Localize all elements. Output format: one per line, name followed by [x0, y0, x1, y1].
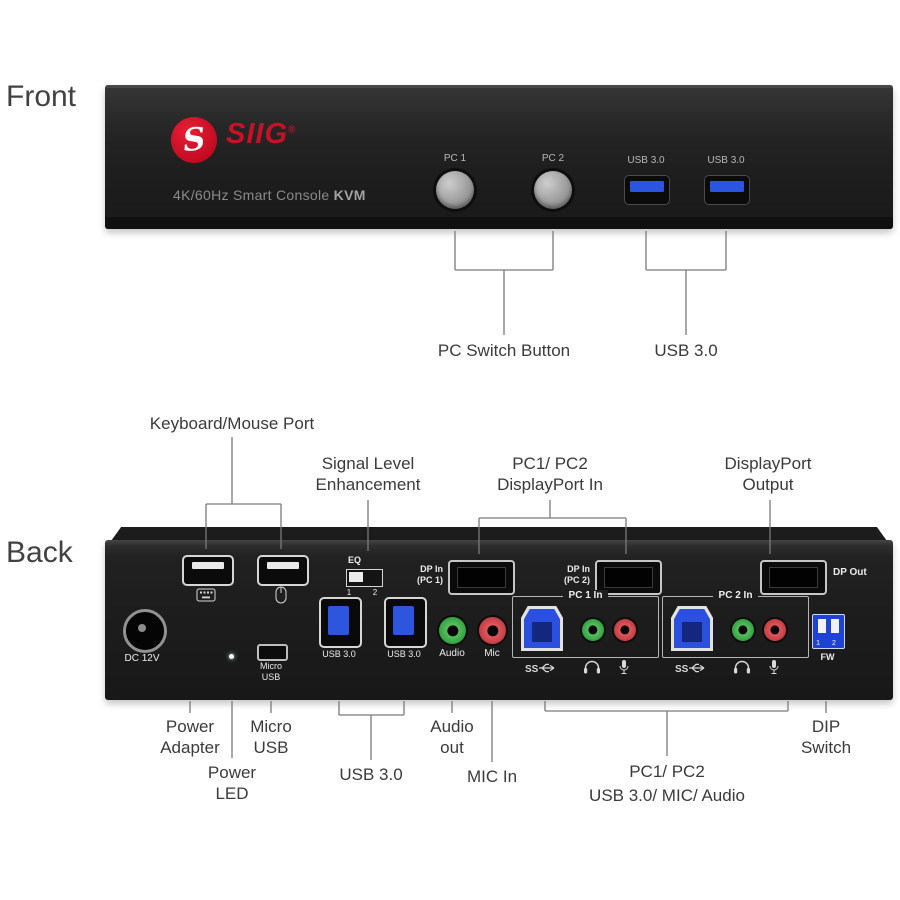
front-tagline: 4K/60Hz Smart Console KVM: [173, 187, 366, 203]
pc2-mic-icon: [768, 659, 780, 681]
eq-switch: [346, 569, 383, 587]
pc1-mic-icon: [618, 659, 630, 681]
callout-dip-switch: DIP Switch: [800, 717, 852, 757]
dp-in-pc1-label: DP In (PC 1): [416, 564, 443, 585]
pc2-superspeed-usb-icon: SS: [675, 661, 707, 680]
callout-mic-in: MIC In: [466, 767, 518, 786]
front-usb2-port: [704, 175, 750, 205]
back-usb3-label-1: USB 3.0: [322, 649, 356, 659]
micro-usb-label: Micro USB: [260, 661, 282, 682]
pc2-headphone-icon: [733, 660, 751, 680]
callout-displayport-in: PC1/ PC2 DisplayPort In: [497, 454, 603, 494]
callout-micro-usb: Micro USB: [250, 717, 292, 757]
pc2-in-group: PC 2 In: [662, 590, 809, 658]
front-usb1-label: USB 3.0: [627, 155, 665, 166]
callout-back-usb3: USB 3.0: [339, 765, 403, 784]
callout-displayport-out: DisplayPort Output: [724, 454, 812, 494]
kvm-back-panel: DC 12V Micro USB USB 3.0 USB 3.0 EQ 1 2 …: [105, 540, 893, 700]
callout-signal-level: Signal Level Enhancement: [315, 454, 421, 494]
pc1-in-label: PC 1 In: [562, 590, 609, 601]
keyboard-icon: [196, 588, 216, 607]
pc2-mic-jack: [764, 619, 786, 641]
fw-label: FW: [820, 652, 835, 662]
dp-out-port: [760, 560, 827, 595]
brand-wordmark: SIIG®: [226, 118, 297, 150]
callout-power-adapter: Power Adapter: [160, 717, 220, 757]
siig-logo-icon: S: [171, 117, 217, 163]
dip-toggle-2: [831, 619, 839, 633]
pc2-audio-jack: [732, 619, 754, 641]
pc1-audio-jack: [582, 619, 604, 641]
eq-num-2: 2: [372, 588, 378, 597]
dc-power-pin: [138, 624, 146, 632]
pc2-switch-button: [534, 171, 572, 209]
pc2-button-label: PC 2: [541, 153, 565, 164]
pc1-button-label: PC 1: [443, 153, 467, 164]
pc2-usb-b-port: [671, 606, 713, 651]
dip-switch-numbers: 1 2: [816, 640, 841, 647]
kvm-front-panel: S SIIG® 4K/60Hz Smart Console KVM PC 1 P…: [105, 85, 893, 229]
dp-in-pc1-port: [448, 560, 515, 595]
micro-usb-port: [257, 644, 288, 661]
eq-label: EQ: [348, 555, 362, 565]
dip-toggle-1: [818, 619, 826, 633]
back-usb3-label-2: USB 3.0: [387, 649, 421, 659]
mic-label: Mic: [484, 648, 500, 659]
audio-out-jack: [439, 617, 466, 644]
power-led: [229, 654, 234, 659]
kvm-back-top-edge: [111, 527, 887, 541]
eq-switch-knob: [349, 572, 363, 582]
mouse-icon: [275, 586, 287, 609]
pc2-in-label: PC 2 In: [712, 590, 759, 601]
mouse-usb-port: [257, 555, 309, 586]
dp-in-pc2-label: DP In (PC 2): [563, 564, 590, 585]
svg-text:SS: SS: [675, 664, 689, 675]
callout-pc-switch-button: PC Switch Button: [437, 341, 571, 360]
audio-label: Audio: [439, 648, 465, 659]
keyboard-usb-port: [182, 555, 234, 586]
pc1-switch-button: [436, 171, 474, 209]
back-usb3-port-1: [319, 597, 362, 648]
back-section-label: Back: [6, 536, 73, 569]
dc12v-label: DC 12V: [124, 653, 160, 664]
dp-out-label: DP Out: [833, 567, 867, 578]
callout-keyboard-mouse: Keyboard/Mouse Port: [149, 414, 315, 433]
callout-audio-out: Audio out: [430, 717, 474, 757]
callout-pc-combo: PC1/ PC2 USB 3.0/ MIC/ Audio: [589, 762, 745, 805]
eq-num-1: 1: [346, 588, 352, 597]
svg-text:SS: SS: [525, 664, 539, 675]
callout-front-usb: USB 3.0: [654, 341, 718, 360]
pc1-superspeed-usb-icon: SS: [525, 661, 557, 680]
mic-in-jack: [479, 617, 506, 644]
front-section-label: Front: [6, 80, 77, 113]
callout-power-led: Power LED: [207, 763, 257, 803]
registered-mark: ®: [288, 124, 297, 136]
pc1-usb-b-port: [521, 606, 563, 651]
dc-power-jack: [123, 609, 167, 653]
dip-switch: 1 2: [812, 614, 845, 649]
front-usb2-label: USB 3.0: [707, 155, 745, 166]
pc1-in-group: PC 1 In: [512, 590, 659, 658]
pc1-mic-jack: [614, 619, 636, 641]
dp-in-pc2-port: [595, 560, 662, 595]
front-usb1-port: [624, 175, 670, 205]
back-usb3-port-2: [384, 597, 427, 648]
pc1-headphone-icon: [583, 660, 601, 680]
